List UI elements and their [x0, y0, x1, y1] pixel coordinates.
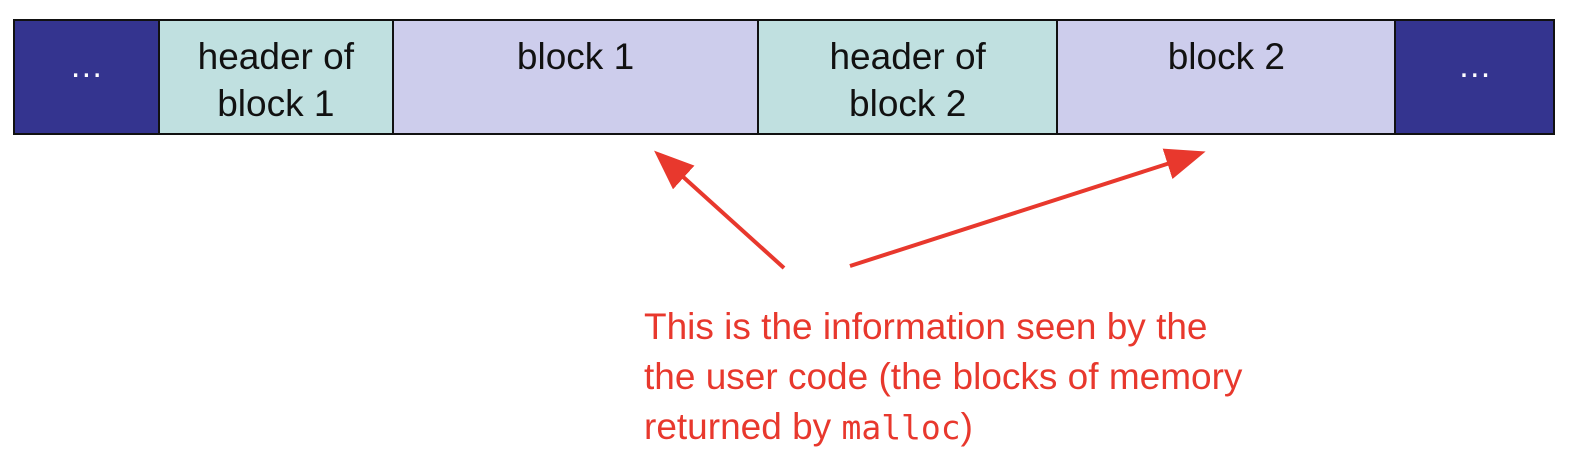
caption-line-3: returned by malloc) — [644, 402, 1404, 453]
memory-strip: … header of block 1 block 1 header of bl… — [13, 19, 1555, 135]
block-1: block 1 — [394, 21, 760, 133]
block-2: block 2 — [1058, 21, 1397, 133]
caption-line-3-suffix: ) — [960, 406, 973, 447]
header-block-1-label: header of block 1 — [197, 36, 354, 124]
ellipsis-end: … — [1396, 21, 1553, 133]
ellipsis-start-label: … — [69, 47, 104, 85]
caption-line-2: the user code (the blocks of memory — [644, 356, 1243, 397]
header-block-2: header of block 2 — [759, 21, 1059, 133]
arrow-to-block-1 — [654, 150, 786, 270]
block-2-label: block 2 — [1167, 36, 1285, 77]
malloc-code: malloc — [841, 408, 961, 447]
block-1-label: block 1 — [516, 36, 635, 77]
ellipsis-start: … — [15, 21, 160, 133]
arrow-to-block-2 — [849, 148, 1206, 268]
annotation-caption: This is the information seen by the the … — [644, 302, 1404, 453]
header-block-2-label: header of block 2 — [829, 36, 986, 124]
caption-line-1: This is the information seen by the — [644, 306, 1208, 347]
caption-line-3-prefix: returned by — [644, 406, 842, 447]
ellipsis-end-label: … — [1457, 47, 1492, 85]
header-block-1: header of block 1 — [159, 21, 395, 133]
